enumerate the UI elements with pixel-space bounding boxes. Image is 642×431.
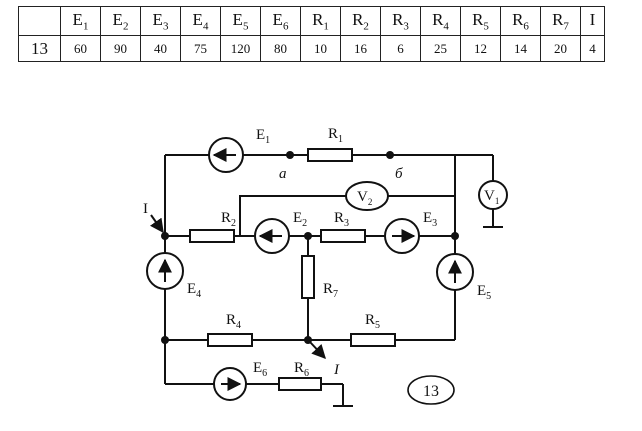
arrow-current-out-icon xyxy=(309,341,326,360)
label-e5: E5 xyxy=(477,283,491,302)
value-cell-R5: 12 xyxy=(460,35,501,62)
label-e6: E6 xyxy=(253,360,267,379)
resistor-r4 xyxy=(207,333,253,347)
value-cell-R4: 25 xyxy=(420,35,461,62)
label-r6: R6 xyxy=(294,360,309,379)
value-cell-R7: 20 xyxy=(540,35,581,62)
value-cell-E3: 40 xyxy=(140,35,181,62)
resistor-r6 xyxy=(278,377,322,391)
node-left-bot xyxy=(161,336,169,344)
label-r1: R1 xyxy=(328,126,343,145)
label-r3: R3 xyxy=(334,210,349,229)
voltmeter-v1 xyxy=(478,180,508,210)
value-cell-R3: 6 xyxy=(380,35,421,62)
header-cell-R1: R1 xyxy=(300,6,341,36)
label-variant-badge: 13 xyxy=(423,383,439,400)
label-node-b: б xyxy=(395,166,403,182)
node-a xyxy=(286,151,294,159)
header-cell-R4: R4 xyxy=(420,6,461,36)
label-e1: E1 xyxy=(256,127,270,146)
label-node-a: a xyxy=(279,166,287,182)
label-current-in: I xyxy=(143,201,148,217)
label-r5: R5 xyxy=(365,312,380,331)
parameter-table: E1 E2 E3 E4 E5 E6 R1 R2 R3 R4 R5 R6 R7 I… xyxy=(18,6,605,62)
voltmeter-v2 xyxy=(345,181,389,211)
label-r7: R7 xyxy=(323,281,338,300)
label-r2: R2 xyxy=(221,210,236,229)
value-cell-R6: 14 xyxy=(500,35,541,62)
value-cell-E4: 75 xyxy=(180,35,221,62)
variant-badge xyxy=(407,375,455,405)
resistor-r7 xyxy=(301,255,315,299)
header-cell-R2: R2 xyxy=(340,6,381,36)
value-cell-E6: 80 xyxy=(260,35,301,62)
node-left-mid xyxy=(161,232,169,240)
label-r4: R4 xyxy=(226,312,241,331)
label-e3: E3 xyxy=(423,210,437,229)
value-cell-I: 4 xyxy=(580,35,605,62)
label-e4: E4 xyxy=(187,281,201,300)
label-v2: V2 xyxy=(357,189,372,207)
value-cell-E2: 90 xyxy=(100,35,141,62)
label-current-out: I xyxy=(333,362,340,378)
label-e2: E2 xyxy=(293,210,307,229)
node-center-top xyxy=(304,232,312,240)
value-cell-R1: 10 xyxy=(300,35,341,62)
arrow-current-in-icon xyxy=(150,214,164,234)
label-v1: V1 xyxy=(484,188,499,206)
header-cell-E5: E5 xyxy=(220,6,261,36)
resistor-r3 xyxy=(320,229,366,243)
value-cell-E1: 60 xyxy=(60,35,101,62)
resistor-r2 xyxy=(189,229,235,243)
header-cell-R5: R5 xyxy=(460,6,501,36)
node-center-bot xyxy=(304,336,312,344)
wire-v2-left xyxy=(239,195,346,236)
resistor-r5 xyxy=(350,333,396,347)
table-row: 13 60 90 40 75 120 80 10 16 6 25 12 14 2… xyxy=(18,35,605,62)
node-right-mid xyxy=(451,232,459,240)
table-header-row: E1 E2 E3 E4 E5 E6 R1 R2 R3 R4 R5 R6 R7 I xyxy=(18,6,605,36)
node-b xyxy=(386,151,394,159)
resistor-r1 xyxy=(307,148,353,162)
